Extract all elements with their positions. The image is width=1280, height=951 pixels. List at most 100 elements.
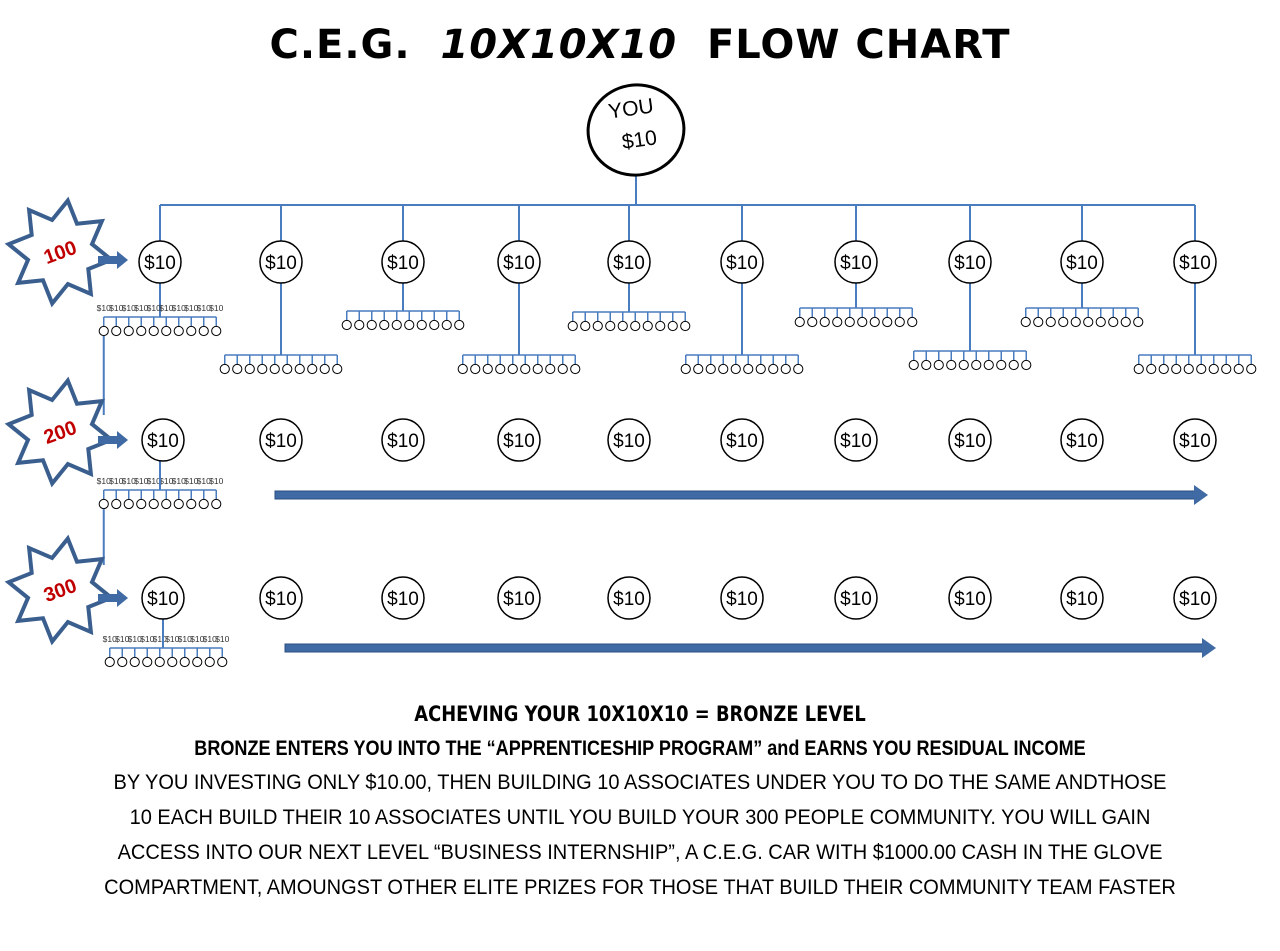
level-3-subtree-associate-label: $10 xyxy=(165,634,179,644)
member-node xyxy=(381,418,425,462)
member-node xyxy=(259,576,303,620)
level-1-subtree-2-associate-circle xyxy=(319,363,330,375)
title-org: C.E.G. xyxy=(269,22,411,68)
level-2-subtree-associate-label: $10 xyxy=(122,476,136,486)
level-1-subtree-8-associate-circle xyxy=(971,359,982,371)
level-1-subtree-7-associate-circle xyxy=(869,316,880,328)
level-2-subtree-associate-circle xyxy=(198,498,209,510)
flow-chart-diagram: YOU$10$10$10$10$10$10$10$10$10$10$10$10$… xyxy=(4,83,1257,668)
level-3-subtree-associate-circle xyxy=(117,656,128,668)
level-1-subtree-4-associate-circle xyxy=(570,363,581,375)
level-3-subtree-associate-label: $10 xyxy=(140,634,154,644)
level-2-subtree-associate-circle xyxy=(211,498,222,510)
member-node-label: $10 xyxy=(613,431,645,452)
level-1-subtree-7-associate-circle xyxy=(857,316,868,328)
level-2-subtree-associate-label: $10 xyxy=(197,476,211,486)
level-1-subtree-10-associate-circle xyxy=(1208,363,1219,375)
level-3-subtree-associate-label: $10 xyxy=(103,634,117,644)
level-3-subtree-associate-circle xyxy=(129,656,140,668)
level-1-subtree-1-associate-circle xyxy=(161,325,172,337)
level-1-subtree-10-associate-circle xyxy=(1233,363,1244,375)
level-1-subtree-1-associate-label: $10 xyxy=(97,303,111,313)
member-node xyxy=(141,418,185,462)
level-3-subtree-associate-label: $10 xyxy=(203,634,217,644)
level-200-star-icon xyxy=(4,376,116,488)
level-3-subtree-associate-circle xyxy=(154,656,165,668)
level-1-subtree-6-associate-circle xyxy=(755,363,766,375)
member-node xyxy=(1173,240,1217,284)
level-1-subtree-6-associate-circle xyxy=(793,363,804,375)
level-1-subtree-3-associate-circle xyxy=(404,319,415,331)
level-1-subtree-9-associate-circle xyxy=(1133,316,1144,328)
level-1-subtree-7-associate-circle xyxy=(844,316,855,328)
member-node-label: $10 xyxy=(954,431,986,452)
level-1-subtree-7-associate-circle xyxy=(894,316,905,328)
level-1-subtree-4-associate-circle xyxy=(470,363,481,375)
body-line-4: COMPARTMENT, AMOUNGST OTHER ELITE PRIZES… xyxy=(104,875,1176,899)
member-node-label: $10 xyxy=(1179,589,1211,610)
member-node-label: $10 xyxy=(503,589,535,610)
member-node xyxy=(834,240,878,284)
level-1-subtree-1-associate-label: $10 xyxy=(197,303,211,313)
level-1-subtree-7-associate-circle xyxy=(832,316,843,328)
level-1-subtree-4-associate-circle xyxy=(545,363,556,375)
level-1-subtree-9-associate-circle xyxy=(1070,316,1081,328)
level-1-subtree-1-associate-label: $10 xyxy=(134,303,148,313)
member-node-label: $10 xyxy=(1066,253,1098,274)
level-1-subtree-3-associate-circle xyxy=(391,319,402,331)
level-1-subtree-2-associate-circle xyxy=(269,363,280,375)
level-1-subtree-6-associate-circle xyxy=(768,363,779,375)
body-line-3: ACCESS INTO OUR NEXT LEVEL “BUSINESS INT… xyxy=(117,840,1163,864)
level-2-subtree-associate-circle xyxy=(98,498,109,510)
level-3-subtree-associate-label: $10 xyxy=(115,634,129,644)
member-node-label: $10 xyxy=(613,589,645,610)
level-1-subtree-5-associate-circle xyxy=(605,320,616,332)
level-3-subtree-associate-label: $10 xyxy=(128,634,142,644)
member-node xyxy=(497,576,541,620)
level-2-subtree-associate-circle xyxy=(173,498,184,510)
level-300-arrow-head xyxy=(117,589,128,607)
level-200-arrow xyxy=(98,436,118,444)
level-1-subtree-4-associate-circle xyxy=(495,363,506,375)
level-1-subtree-6-associate-circle xyxy=(680,363,691,375)
level-1-subtree-4-associate-circle xyxy=(532,363,543,375)
level-1-subtree-8-associate-circle xyxy=(921,359,932,371)
level-1-subtree-6-associate-circle xyxy=(718,363,729,375)
level-1-subtree-1-associate-label: $10 xyxy=(159,303,173,313)
level-1-subtree-1-associate-circle xyxy=(198,325,209,337)
member-node-label: $10 xyxy=(265,253,297,274)
level-1-subtree-1-associate-circle xyxy=(211,325,222,337)
level-1-subtree-3-associate-circle xyxy=(441,319,452,331)
member-node xyxy=(607,418,651,462)
level-1-subtree-4-associate-circle xyxy=(557,363,568,375)
member-node xyxy=(834,418,878,462)
level-1-subtree-10-associate-circle xyxy=(1221,363,1232,375)
member-node xyxy=(834,576,878,620)
level-1-subtree-7-associate-circle xyxy=(819,316,830,328)
member-node-label: $10 xyxy=(387,589,419,610)
level-1-subtree-2-associate-circle xyxy=(232,363,243,375)
level-1-subtree-5-associate-circle xyxy=(630,320,641,332)
member-node xyxy=(1173,418,1217,462)
level-1-subtree-8-associate-circle xyxy=(908,359,919,371)
member-node-label: $10 xyxy=(147,589,179,610)
level-3-progress-arrow-head xyxy=(1202,638,1216,658)
member-node-label: $10 xyxy=(726,431,758,452)
level-1-subtree-4-associate-circle xyxy=(457,363,468,375)
level-2-subtree-associate-circle xyxy=(111,498,122,510)
member-node-label: $10 xyxy=(840,253,872,274)
member-node-label: $10 xyxy=(726,589,758,610)
level-1-subtree-8-associate-circle xyxy=(958,359,969,371)
member-node xyxy=(1173,576,1217,620)
level-1-subtree-1-associate-circle xyxy=(98,325,109,337)
member-node-label: $10 xyxy=(726,253,758,274)
member-node xyxy=(948,240,992,284)
level-3-subtree-associate-label: $10 xyxy=(153,634,167,644)
level-1-subtree-10-associate-circle xyxy=(1246,363,1257,375)
level-1-subtree-3-associate-circle xyxy=(416,319,427,331)
member-node xyxy=(607,576,651,620)
member-node xyxy=(141,576,185,620)
level-2-progress-arrow xyxy=(274,490,1197,500)
level-1-subtree-5-associate-circle xyxy=(680,320,691,332)
member-node xyxy=(381,240,425,284)
